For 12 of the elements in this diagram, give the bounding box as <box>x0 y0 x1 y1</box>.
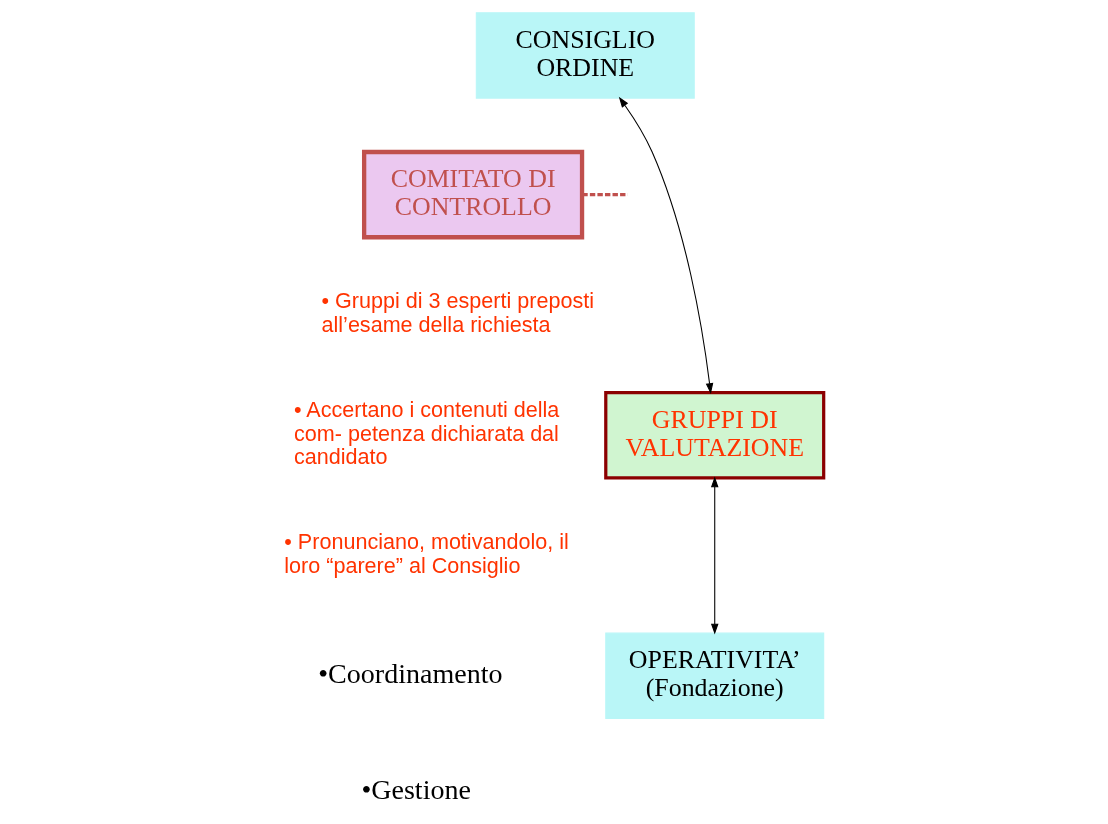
label: • Pronunciano, motivandolo, il loro “parere” al Consiglio <box>284 529 569 578</box>
label: • Accertano i contenuti della com- petenza dichiarata dal candidato <box>294 396 560 470</box>
node-box: CONSIGLIO ORDINE <box>475 12 695 99</box>
arrow <box>618 96 714 394</box>
arrow <box>710 476 719 635</box>
node-box: COMITATO DI CONTROLLO <box>362 149 585 240</box>
node-box: OPERATIVITA’ (Fondazione) <box>605 632 825 719</box>
label: •Gestione <box>361 773 471 805</box>
label: • Gruppi di 3 esperti preposti all’esame della richiesta <box>321 288 594 338</box>
node-box: GRUPPI DI VALUTAZIONE <box>604 390 826 480</box>
connector <box>582 193 628 197</box>
label: •Coordinamento <box>318 657 503 689</box>
